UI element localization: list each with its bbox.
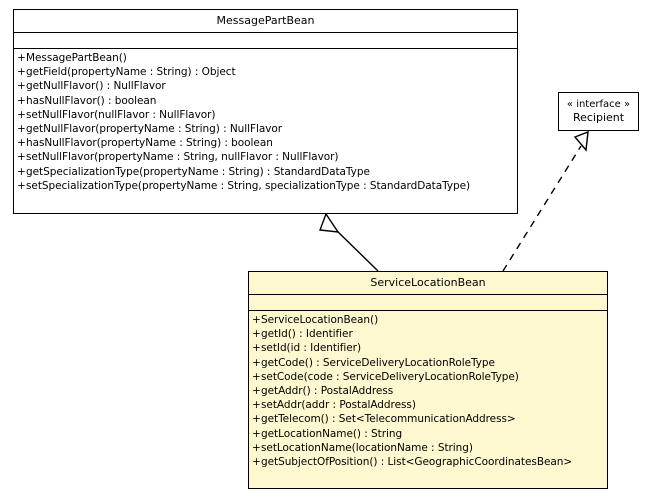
operation-row: +getSubjectOfPosition() : List<Geographi… [252,455,604,469]
operation-signature: setLocationName(locationName : String) [261,441,473,454]
visibility-marker: + [252,441,261,454]
visibility-marker: + [252,314,261,326]
operation-row: +setCode(code : ServiceDeliveryLocationR… [252,370,604,384]
visibility-marker: + [252,328,261,341]
visibility-marker: + [252,399,261,412]
operation-signature: setNullFlavor(nullFlavor : NullFlavor) [26,108,216,121]
realization-arrowhead [573,130,589,152]
generalization-line [333,227,379,272]
visibility-marker: + [17,137,26,150]
visibility-marker: + [252,456,261,469]
operation-signature: getLocationName() : String [261,427,403,440]
operation-row: +getId() : Identifier [252,327,604,341]
interface-name-recipient: Recipient [572,111,625,124]
visibility-marker: + [252,370,261,383]
generalization-connector [319,212,379,272]
operation-row: +hasNullFlavor() : boolean [17,94,514,108]
operation-signature: getField(propertyName : String) : Object [26,66,236,79]
operation-row: +getNullFlavor() : NullFlavor [17,79,514,93]
attributes-compartment-service-location-bean [249,294,607,310]
visibility-marker: + [252,385,261,398]
class-box-service-location-bean[interactable]: ServiceLocationBean +ServiceLocationBean… [248,271,608,489]
interface-stereotype-label: « interface » [566,99,631,110]
operation-signature: getSubjectOfPosition() : List<Geographic… [261,456,573,469]
operation-signature: getNullFlavor() : NullFlavor [26,80,166,93]
operation-row: +getCode() : ServiceDeliveryLocationRole… [252,356,604,370]
interface-box-recipient[interactable]: « interface » Recipient [558,92,639,131]
visibility-marker: + [17,52,26,64]
operation-signature: setId(id : Identifier) [261,342,361,355]
operation-row: +setLocationName(locationName : String) [252,441,604,455]
class-name-service-location-bean: ServiceLocationBean [249,272,607,294]
operation-signature: hasNullFlavor() : boolean [26,94,157,107]
operation-row: +setNullFlavor(propertyName : String, nu… [17,150,514,164]
generalization-arrowhead [319,212,340,233]
attributes-compartment-message-part-bean [14,32,517,48]
visibility-marker: + [252,356,261,369]
visibility-marker: + [17,94,26,107]
operation-signature: getTelecom() : Set<TelecommunicationAddr… [261,413,516,426]
operation-signature: MessagePartBean() [26,52,127,64]
operation-row: +getSpecializationType(propertyName : St… [17,165,514,179]
operation-signature: setCode(code : ServiceDeliveryLocationRo… [261,370,519,383]
operation-row: +getNullFlavor(propertyName : String) : … [17,122,514,136]
operation-signature: getNullFlavor(propertyName : String) : N… [26,123,283,136]
operation-row: +ServiceLocationBean() [252,313,604,327]
operation-signature: getAddr() : PostalAddress [261,385,394,398]
operation-signature: setNullFlavor(propertyName : String, nul… [26,151,339,164]
operation-signature: ServiceLocationBean() [261,314,379,326]
operation-signature: setAddr(addr : PostalAddress) [261,399,416,412]
visibility-marker: + [17,123,26,136]
visibility-marker: + [252,342,261,355]
operation-signature: getCode() : ServiceDeliveryLocationRoleT… [261,356,495,369]
operation-signature: hasNullFlavor(propertyName : String) : b… [26,137,273,150]
operation-row: +setAddr(addr : PostalAddress) [252,398,604,412]
operation-signature: getId() : Identifier [261,328,353,341]
class-name-message-part-bean: MessagePartBean [216,14,315,27]
visibility-marker: + [17,151,26,164]
visibility-marker: + [17,108,26,121]
operation-row: +getTelecom() : Set<TelecommunicationAdd… [252,412,604,426]
visibility-marker: + [17,179,26,192]
visibility-marker: + [17,66,26,79]
operation-row: +MessagePartBean() [17,51,514,65]
operation-row: +hasNullFlavor(propertyName : String) : … [17,136,514,150]
visibility-marker: + [17,165,26,178]
operation-row: +getLocationName() : String [252,427,604,441]
class-box-message-part-bean[interactable]: MessagePartBean +MessagePartBean() +getF… [13,9,518,214]
visibility-marker: + [17,80,26,93]
operation-row: +getField(propertyName : String) : Objec… [17,65,514,79]
visibility-marker: + [252,413,261,426]
operations-compartment-service-location-bean: +ServiceLocationBean() +getId() : Identi… [249,310,607,473]
operation-signature: getSpecializationType(propertyName : Str… [26,165,370,178]
operation-row: +setId(id : Identifier) [252,341,604,355]
operation-signature: setSpecializationType(propertyName : Str… [26,179,471,192]
operation-row: +setNullFlavor(nullFlavor : NullFlavor) [17,108,514,122]
operation-row: +setSpecializationType(propertyName : St… [17,179,514,193]
visibility-marker: + [252,427,261,440]
operation-row: +getAddr() : PostalAddress [252,384,604,398]
operations-compartment-message-part-bean: +MessagePartBean() +getField(propertyNam… [14,48,517,196]
